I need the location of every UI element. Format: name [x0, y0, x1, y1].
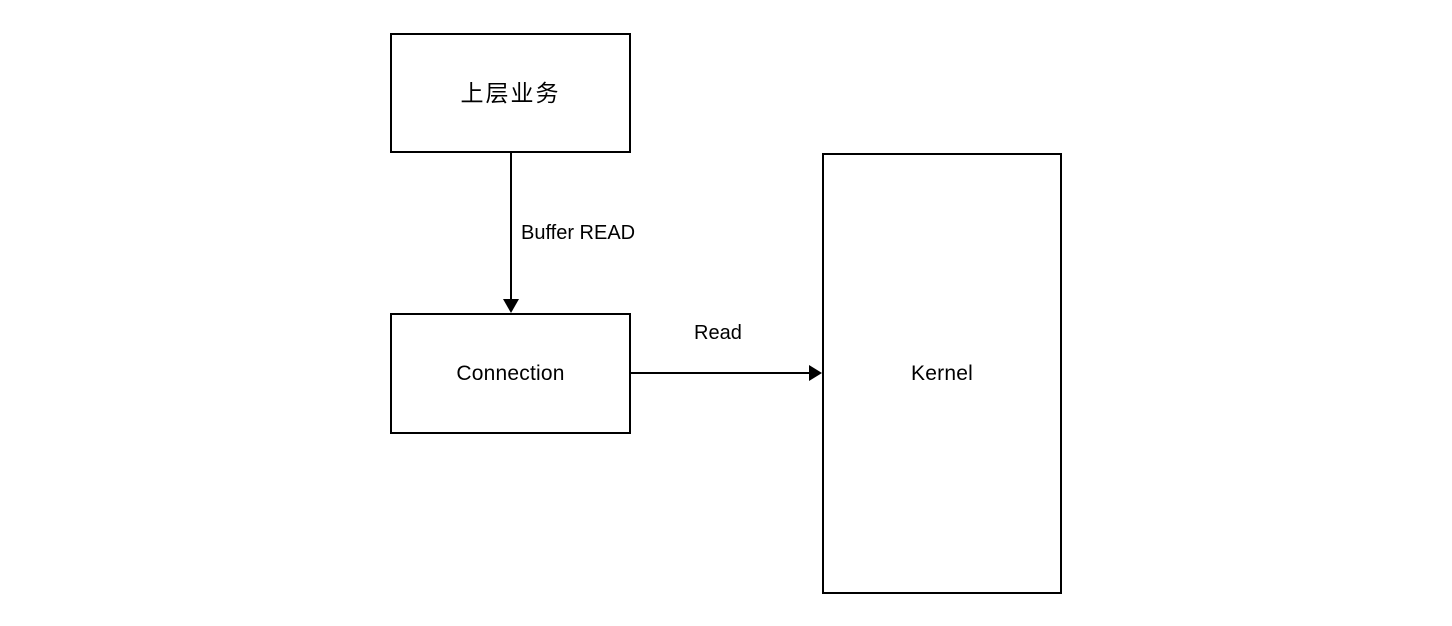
edge-upper-business-to-connection[interactable]	[503, 153, 519, 313]
edge-label-read: Read	[692, 322, 744, 344]
node-kernel[interactable]: Kernel	[822, 153, 1062, 594]
node-upper-business[interactable]: 上层业务	[390, 33, 631, 153]
arrowhead-right-icon	[809, 365, 822, 381]
node-connection-label: Connection	[456, 362, 565, 385]
arrowhead-down-icon	[503, 299, 519, 313]
node-connection[interactable]: Connection	[390, 313, 631, 434]
edge-label-buffer-read: Buffer READ	[519, 222, 638, 244]
node-upper-business-label: 上层业务	[460, 79, 561, 106]
edge-connection-to-kernel[interactable]	[631, 365, 822, 381]
node-kernel-label: Kernel	[911, 362, 973, 385]
